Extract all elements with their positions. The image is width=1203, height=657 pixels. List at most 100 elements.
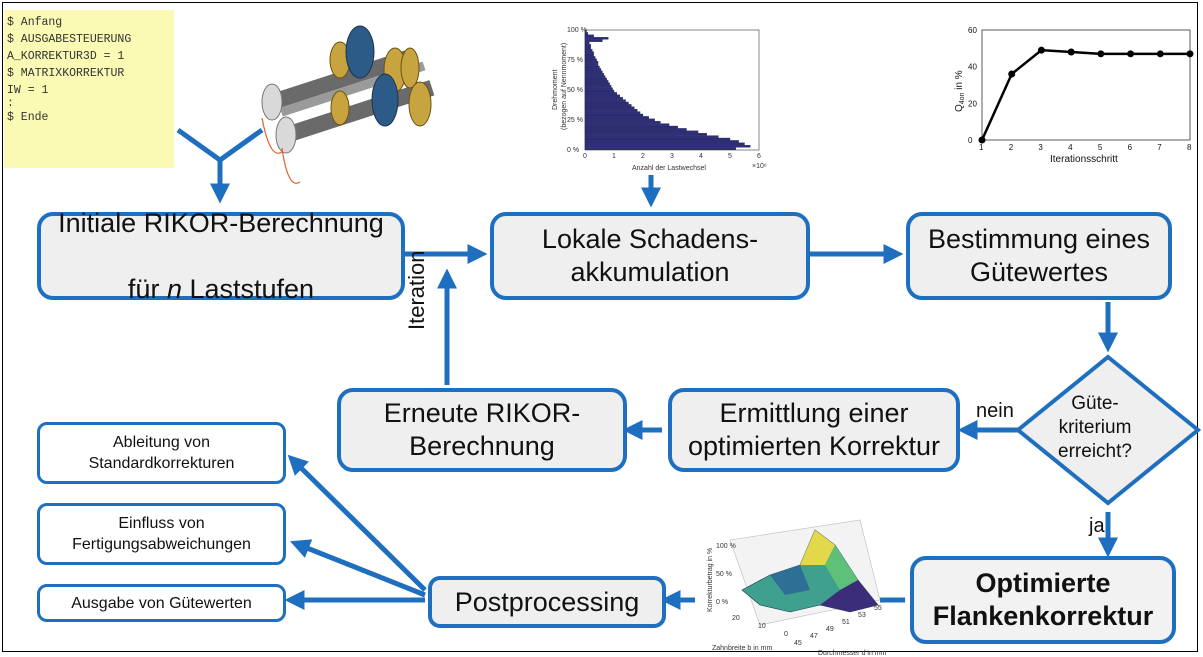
- histogram-bar: [584, 92, 618, 95]
- script-line: IW = 1: [7, 84, 49, 97]
- quality-xlabel: Iterationsschritt: [1050, 154, 1118, 165]
- surface-x-tick: 0: [784, 631, 788, 638]
- surface-zlabel: Korrekturbetrag in %: [707, 548, 714, 612]
- histogram-bar: [584, 130, 699, 134]
- histogram-bar: [584, 133, 707, 136]
- quality-x-tick: 5: [1098, 143, 1103, 152]
- histogram-bar: [584, 101, 629, 105]
- quality-ylabel: Q4on in %: [954, 70, 966, 112]
- histogram-xlabel: Anzahl der Lastwechsel: [632, 165, 706, 172]
- histogram-bar: [584, 135, 719, 138]
- histogram-bar: [584, 125, 678, 129]
- histogram-bar: [584, 39, 603, 42]
- histogram-x-tick: 0: [583, 153, 587, 160]
- surface-x-tick: 20: [732, 615, 740, 622]
- histogram-x-tick: 5: [728, 153, 732, 160]
- histogram-y-tick: 25 %: [567, 117, 583, 124]
- script-line: $ MATRIXKORREKTUR: [7, 67, 125, 80]
- histogram-bar: [584, 89, 615, 93]
- surface-y-tick: 53: [858, 612, 866, 619]
- histogram-bar: [584, 46, 591, 50]
- histogram-bar: [584, 113, 644, 117]
- histogram-bar: [584, 65, 600, 69]
- histogram-bar: [584, 118, 655, 122]
- histogram-bar: [584, 109, 638, 112]
- decision-text: Güte- kriterium erreicht?: [1058, 393, 1132, 462]
- histogram-bar: [584, 56, 596, 59]
- lokale-schadensakkumulation-box: Lokale Schadens- akkumulation: [490, 212, 810, 300]
- ja-label: ja: [1089, 515, 1105, 537]
- quality-y-tick: 60: [968, 26, 977, 35]
- histogram-bar: [584, 73, 605, 76]
- histogram-bar: [584, 41, 590, 45]
- script-line: $ Ende: [7, 111, 49, 124]
- histogram-bar: [584, 140, 739, 143]
- histogram-bar: [584, 147, 736, 150]
- histogram-bar: [584, 121, 661, 124]
- histogram-bar: [584, 53, 594, 57]
- histogram-bar: [584, 68, 602, 71]
- histogram-exponent: ×10⁶: [752, 163, 767, 170]
- histogram-bar: [584, 85, 612, 88]
- quality-y-tick: 40: [968, 63, 977, 72]
- histogram-bar: [584, 104, 632, 107]
- histogram-bar: [584, 32, 589, 35]
- surface-z-tick: 100 %: [716, 543, 736, 550]
- quality-x-tick: 4: [1068, 143, 1073, 152]
- histogram-x-tick: 2: [641, 153, 645, 160]
- optimierte-flankenkorrektur-box: Optimierte Flankenkorrektur: [910, 556, 1176, 644]
- histogram-bar: [584, 37, 609, 40]
- quality-series-line: [980, 48, 1190, 141]
- nein-label: nein: [976, 400, 1014, 422]
- histogram-bar: [584, 87, 613, 90]
- surface-3d-chart: Korrekturbetrag in % 100 %50 %0 % 20100 …: [707, 519, 887, 657]
- merge-connector: [176, 127, 264, 164]
- histogram-bar: [584, 82, 610, 86]
- quality-x-tick: 1: [979, 143, 984, 152]
- ausgabe-box: Ausgabe von Gütewerten: [37, 584, 286, 622]
- quality-point: [1127, 50, 1135, 58]
- einfluss-box: Einfluss von Fertigungsabweichungen: [37, 503, 286, 565]
- postprocessing-box: Postprocessing: [428, 576, 666, 628]
- quality-x-tick: 2: [1009, 143, 1014, 152]
- surface-z-tick: 50 %: [716, 571, 732, 578]
- histogram-bar: [584, 128, 687, 131]
- quality-x-tick: 6: [1128, 143, 1133, 152]
- ableitung-box: Ableitung von Standardkorrekturen: [37, 422, 286, 484]
- quality-point: [1037, 46, 1045, 54]
- histogram-bar: [584, 116, 649, 119]
- histogram-bar: [584, 63, 599, 66]
- histogram-bar: [584, 145, 751, 148]
- initial-rikor-prefix: für: [127, 273, 167, 304]
- initial-rikor-variable: n: [166, 273, 182, 304]
- histogram-bar: [584, 75, 606, 78]
- histogram-bar: [584, 123, 670, 126]
- surface-y-tick: 49: [826, 626, 834, 633]
- surface-y-tick: 55: [874, 605, 882, 612]
- histogram-x-tick: 6: [757, 153, 761, 160]
- histogram-bar: [584, 94, 620, 98]
- histogram-bar: [584, 77, 607, 81]
- surface-x-tick: 10: [758, 623, 766, 630]
- decision-diamond: [1014, 354, 1202, 506]
- histogram-bar: [584, 58, 597, 62]
- script-line: $ AUSGABESTEUERUNG: [7, 33, 132, 46]
- histogram-bar: [584, 80, 609, 83]
- histogram-bar: [584, 70, 603, 74]
- quality-point: [1097, 50, 1105, 58]
- quality-point: [1067, 48, 1075, 56]
- histogram-bar: [584, 106, 635, 110]
- quality-x-tick: 3: [1038, 143, 1043, 152]
- histogram-x-tick: 1: [612, 153, 616, 160]
- histogram-bar: [584, 142, 745, 146]
- gear-shaft-illustration: [261, 25, 435, 184]
- histogram-bar: [584, 51, 594, 54]
- histogram-bar: [584, 111, 641, 114]
- quality-y-tick: 20: [968, 99, 977, 108]
- histogram-y-tick: 50 %: [567, 87, 583, 94]
- script-line: $ Anfang: [7, 16, 63, 29]
- histogram-bar: [584, 97, 623, 100]
- histogram-bar: [584, 137, 731, 141]
